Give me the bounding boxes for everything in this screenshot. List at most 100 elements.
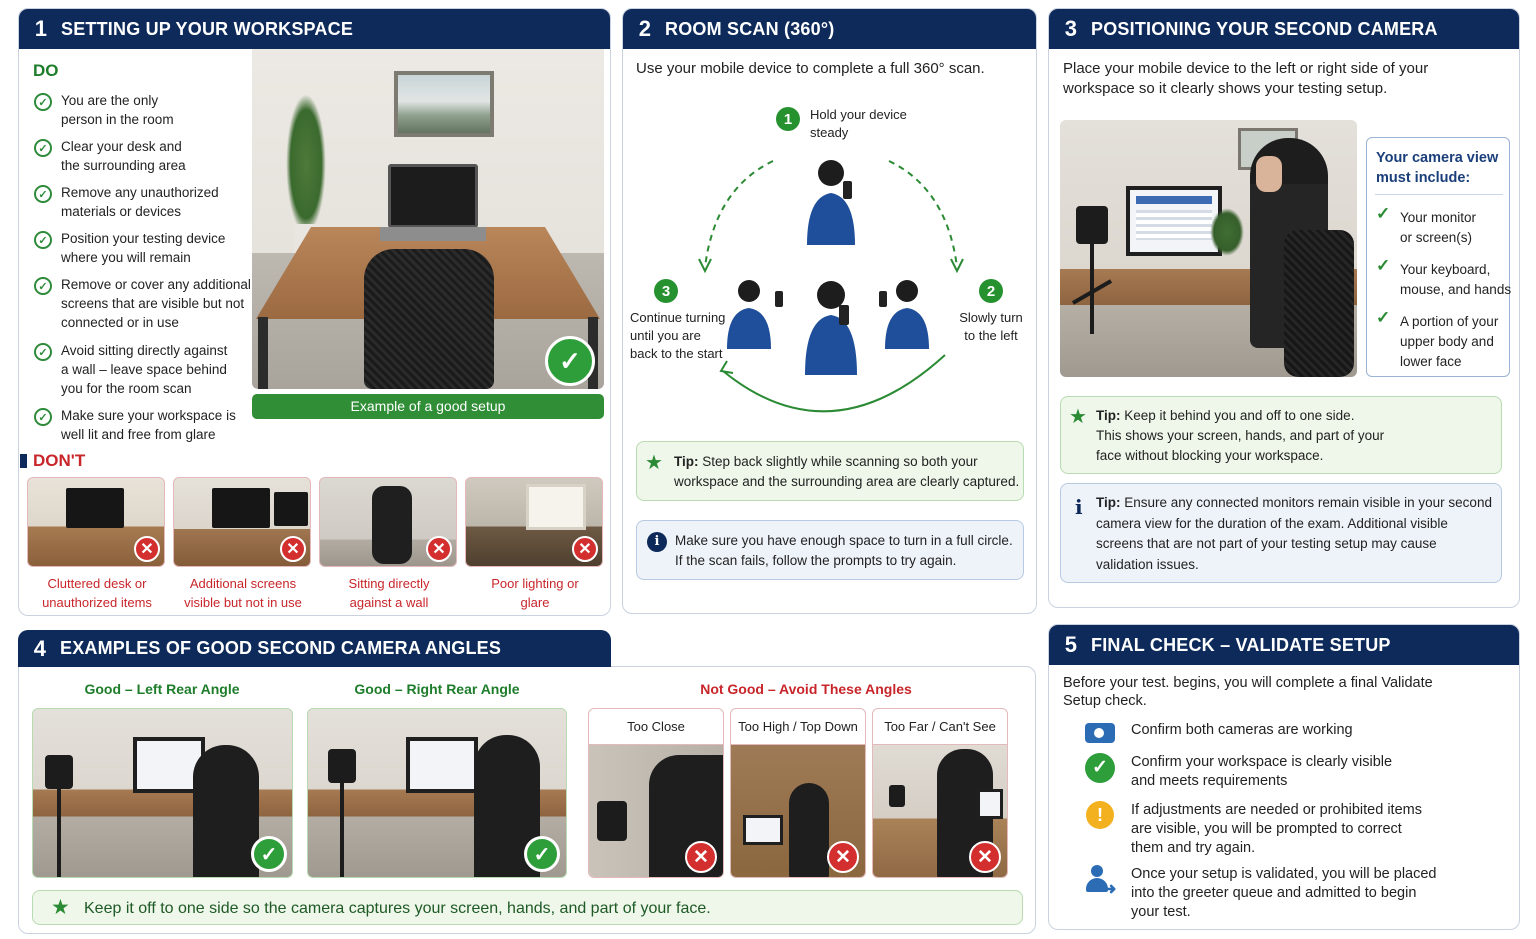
do-item-line: Remove any unauthorized — [61, 185, 219, 200]
final-check-line: Confirm your workspace is clearly visibl… — [1131, 754, 1393, 770]
scan-step-1-number: 1 — [776, 107, 800, 131]
checkmark-icon: ✓ — [1376, 204, 1391, 223]
do-item-line: Make sure your workspace is — [61, 408, 236, 423]
final-check-item: Confirm both cameras are working — [1131, 721, 1353, 740]
x-badge: ✕ — [685, 841, 717, 873]
final-check-item: Once your setup is validated, you will b… — [1131, 865, 1436, 922]
section-title: EXAMPLES OF GOOD SECOND CAMERA ANGLES — [60, 638, 502, 658]
camera-view-title-line2: must include: — [1376, 170, 1471, 186]
camera-view-item-line: mouse, and hands — [1400, 282, 1512, 297]
star-icon: ★ — [1069, 406, 1087, 428]
scan-tip-text: Tip: Step back slightly while scanning s… — [674, 452, 1019, 492]
dont-caption: Additional screens visible but not in use — [173, 574, 313, 612]
section-final-check: 5 FINAL CHECK – VALIDATE SETUP Before yo… — [1048, 624, 1520, 930]
bad-angle-label: Too High / Top Down — [731, 709, 865, 745]
check-circle-icon: ✓ — [34, 408, 52, 426]
scan-arrow-top-right — [888, 160, 958, 268]
monitor — [274, 492, 308, 526]
x-badge: ✕ — [426, 536, 452, 562]
do-item-line: screens that are visible but not — [61, 296, 245, 311]
check-circle-icon: ✓ — [34, 277, 52, 295]
do-item-text: Remove any unauthorized materials or devi… — [61, 183, 219, 221]
final-check-line: are visible, you will be prompted to cor… — [1131, 821, 1402, 837]
good-left-label: Good – Left Rear Angle — [84, 681, 240, 697]
bad-angle-photo: ✕ — [589, 745, 723, 877]
dont-photo: ✕ — [27, 477, 165, 567]
scan-step-3-line2: until you are — [630, 328, 701, 343]
x-badge: ✕ — [827, 841, 859, 873]
good-setup-photo: ✓ — [252, 49, 604, 389]
dont-caption-line: unauthorized items — [42, 595, 152, 610]
camera-intro-line1: Place your mobile device to the left or … — [1063, 60, 1429, 77]
tip-label: Tip: — [674, 454, 699, 469]
scan-step-1-text: Hold your device steady — [810, 106, 907, 142]
scan-step-3-number: 3 — [654, 279, 678, 303]
do-item-line: materials or devices — [61, 204, 182, 219]
section-title: FINAL CHECK – VALIDATE SETUP — [1091, 634, 1391, 655]
x-badge: ✕ — [280, 536, 306, 562]
section-workspace: 1 SETTING UP YOUR WORKSPACE DO ✓You are … — [18, 8, 611, 616]
dont-caption-line: Sitting directly — [348, 576, 430, 591]
info-icon: i — [647, 532, 667, 552]
bad-angle-label: Too Close — [589, 709, 723, 745]
section-room-scan: 2 ROOM SCAN (360°) Use your mobile devic… — [622, 8, 1037, 614]
camera-info-text: Tip: Ensure any connected monitors remai… — [1096, 493, 1492, 575]
dont-heading: DON'T — [33, 451, 86, 470]
person-seated — [789, 783, 829, 877]
camera-view-item-line: A portion of your — [1400, 314, 1499, 329]
do-item-line: well lit and free from glare — [61, 427, 216, 442]
scan-info-box: i Make sure you have enough space to tur… — [636, 520, 1024, 580]
monitor — [66, 488, 124, 528]
person-left — [727, 280, 783, 349]
monitor — [212, 488, 270, 528]
camera-tip-line3: face without blocking your workspace. — [1096, 448, 1324, 463]
do-item-text: Make sure your workspace is well lit and … — [61, 406, 236, 444]
scan-arrow-top-left — [704, 160, 774, 268]
good-right-photo: ✓ — [307, 708, 567, 878]
scan-step-3-text: Continue turning until you are back to t… — [630, 309, 725, 363]
bad-angle-card: Too Close ✕ — [588, 708, 724, 878]
do-item-line: connected or in use — [61, 315, 179, 330]
bad-heading: Not Good – Avoid These Angles — [700, 681, 912, 697]
good-right-label: Good – Right Rear Angle — [354, 681, 520, 697]
final-check-line: into the greeter queue and admitted to b… — [1131, 885, 1417, 901]
x-badge: ✕ — [134, 536, 160, 562]
do-item-line: Position your testing device — [61, 231, 226, 246]
dont-caption-line: visible but not in use — [184, 595, 302, 610]
scan-step-2-line1: Slowly turn — [959, 310, 1023, 325]
scan-tip-box: ★ Tip: Step back slightly while scanning… — [636, 441, 1024, 501]
scan-step-2-text: Slowly turn to the left — [953, 309, 1029, 345]
phone-tripod — [1076, 206, 1108, 244]
do-item-line: where you will remain — [61, 250, 191, 265]
tip-label: Tip: — [1096, 495, 1121, 510]
second-camera-photo — [1060, 120, 1357, 377]
monitor — [743, 815, 783, 845]
section-header: 4 EXAMPLES OF GOOD SECOND CAMERA ANGLES — [18, 630, 611, 667]
camera-tip-line1: Keep it behind you and off to one side. — [1124, 408, 1355, 423]
bad-angle-card: Too High / Top Down ✕ — [730, 708, 866, 878]
wall-frame — [394, 71, 494, 137]
do-item-line: Avoid sitting directly against — [61, 343, 228, 358]
final-intro-line1: Before your test. begins, you will compl… — [1063, 675, 1433, 691]
section-number: 5 — [1064, 632, 1078, 657]
final-check-line: them and try again. — [1131, 840, 1256, 856]
section-camera-angles: 4 EXAMPLES OF GOOD SECOND CAMERA ANGLES … — [18, 630, 1036, 934]
camera-info-line2: camera view for the duration of the exam… — [1096, 515, 1448, 531]
final-intro-line2: Setup check. — [1063, 693, 1147, 709]
tip-label: Tip: — [1096, 408, 1121, 423]
section-title: POSITIONING YOUR SECOND CAMERA — [1091, 18, 1438, 39]
dont-caption-line: Additional screens — [189, 576, 297, 591]
camera-tip-box: ★ Tip: Keep it behind you and off to one… — [1060, 396, 1502, 474]
camera-info-line1: Ensure any connected monitors remain vis… — [1124, 495, 1492, 510]
checkmark-icon: ✓ — [1376, 256, 1391, 275]
do-item-line: Clear your desk and — [61, 139, 182, 154]
check-circle-icon: ✓ — [34, 343, 52, 361]
section-number: 3 — [1064, 16, 1078, 41]
check-circle-icon: ✓ — [34, 185, 52, 203]
